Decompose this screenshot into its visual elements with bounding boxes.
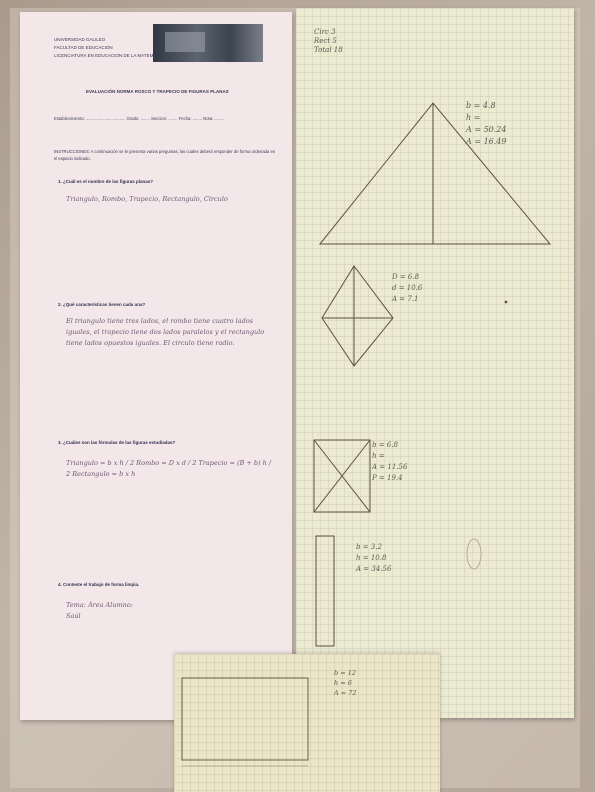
worksheet-instructions: INSTRUCCIONES: A continuación se le pres… [54,149,276,161]
small-sheet-labels: b = 12 h = 6 A = 72 [334,668,357,698]
triangle-label-1: b = 4.8 [466,101,496,110]
triangle-label-4: A = 16.49 [466,137,507,146]
answer-2: El triangulo tiene tres lados, el rombo … [66,317,265,347]
rectangle-label-1: b = 3.2 [356,543,382,551]
small-sheet-drawing [181,677,309,767]
worksheet-title: EVALUACIÓN NORMA ROSCO Y TRAPECIO DE FIG… [86,89,229,94]
rhombus-label-1: D = 6.8 [392,273,420,281]
rhombus-label-3: A = 7.1 [392,295,419,303]
rectangle-label-3: A = 34.56 [356,565,392,573]
parallelogram-label-2: h = [372,452,385,460]
worksheet-paper: UNIVERSIDAD GALILEO FACULTAD DE EDUCACIO… [20,12,292,720]
answer-4: Tema: Área Alumno: Saúl [66,601,133,620]
graph-paper: Circ 3 Rect 5 Total 18 [296,8,574,718]
oval-doodle [466,538,482,570]
corner-notes: Circ 3 Rect 5 Total 18 [314,28,343,55]
rhombus-label-2: d = 10.6 [392,284,423,292]
question-3: 3. ¿Cuáles son las fórmulas de las figur… [58,440,176,445]
triangle-label-3: A = 50.24 [466,125,507,134]
answer-3: Triangulo = b x h / 2 Rombo = D x d / 2 … [66,459,272,478]
geometry-drawings [313,102,552,647]
triangle-label-2: h = [466,113,481,122]
question-1: 1. ¿Cuál es el nombre de las figuras pla… [58,179,154,184]
rhombus-labels: D = 6.8 d = 10.6 A = 7.1 [392,272,422,305]
header-line-1: UNIVERSIDAD GALILEO [54,37,106,42]
parallelogram-labels: b = 6.8 h = A = 11.56 P = 19.4 [372,440,407,484]
triangle-labels: b = 4.8 h = A = 50.24 A = 16.49 [466,100,506,148]
small-label-1: b = 12 [334,669,357,677]
rectangle-label-2: h = 10.8 [356,554,387,562]
small-graph-paper: b = 12 h = 6 A = 72 [174,654,440,792]
small-label-3: A = 72 [334,689,357,697]
header-line-3: LICENCIATURA EN EDUCACION DE LA MATEMATI… [54,53,167,58]
corner-note-2: Rect 5 [314,37,337,45]
parallelogram-label-1: b = 6.8 [372,441,398,449]
parallelogram-label-3: A = 11.56 [372,463,408,471]
worksheet-header: UNIVERSIDAD GALILEO FACULTAD DE EDUCACIO… [54,36,184,60]
rhombus-drawing [321,265,394,367]
question-4: 4. Conteste el trabajo de forma limpia. [58,582,140,587]
header-photo [153,24,263,62]
corner-note-3: Total 18 [314,46,343,54]
rectangle-labels: b = 3.2 h = 10.8 A = 34.56 [356,542,391,575]
rectangle-drawing [315,535,335,647]
parallelogram-label-4: P = 19.4 [372,474,403,482]
question-2: 2. ¿Qué características tienen cada una? [58,302,146,307]
parallelogram-drawing [313,439,371,513]
small-rectangle [181,677,309,761]
worksheet-meta: Establecimiento: .......................… [54,116,224,121]
triangle-drawing [318,102,552,245]
corner-note-1: Circ 3 [314,28,336,36]
small-label-2: h = 6 [334,679,352,687]
header-line-2: FACULTAD DE EDUCACION [54,45,113,50]
answer-1: Triangulo, Rombo, Trapecio, Rectangulo, … [66,195,228,203]
dot-mark [504,300,508,304]
